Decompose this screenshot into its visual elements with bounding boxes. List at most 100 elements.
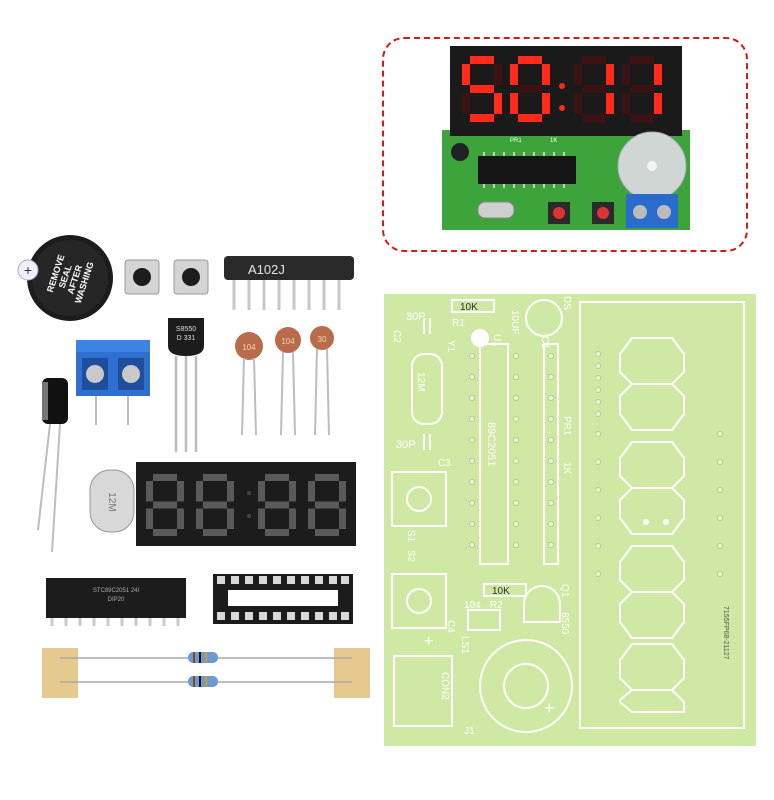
pcb-solder-holes	[468, 350, 724, 578]
solder-hole-6	[468, 394, 476, 402]
ic-label-1: STC89C2051 24I	[93, 588, 140, 594]
solder-hole-18	[468, 478, 476, 486]
pcb-label-plus-buzzer: +	[544, 698, 555, 718]
digit-3-segment-d	[630, 114, 654, 122]
pcb-label-u1: U1	[491, 334, 502, 347]
pcb-display-outline	[579, 301, 745, 729]
digit-0-segment-e	[462, 93, 470, 114]
solder-hole-13	[512, 436, 520, 444]
digit-1-segment-c	[542, 93, 550, 114]
solder-hole-19	[512, 478, 520, 486]
tact-switch-1	[124, 259, 160, 295]
digit-2-segment-f	[574, 64, 582, 85]
ic-chip: STC89C2051 24I DIP20	[46, 578, 186, 626]
tact-switch-2	[173, 259, 209, 295]
assembled-ic	[478, 156, 576, 184]
assembled-capacitor	[451, 143, 469, 161]
terminal-block	[76, 340, 150, 425]
resistor-network: A102J	[224, 256, 354, 310]
solder-hole-3	[468, 373, 476, 381]
pcb-label-c3: C3	[438, 458, 451, 469]
solder-hole-22	[512, 499, 520, 507]
digit-0-segment-f	[462, 64, 470, 85]
pcb-label-r2-value: 10K	[492, 586, 510, 597]
pcb-label-1k: 1K	[561, 462, 572, 475]
digit-loose-0-segment-a	[153, 474, 177, 481]
assembled-terminal-screw-1	[633, 205, 647, 219]
solder-hole-2	[547, 352, 555, 360]
digit-loose-1-segment-f	[196, 481, 203, 502]
pcb-digit-outlines	[619, 337, 685, 713]
digit-loose-1-segment-b	[227, 481, 234, 502]
solder-hole-7	[512, 394, 520, 402]
pcb-r2	[483, 583, 527, 597]
pcb-c1-ring	[525, 299, 563, 337]
crystal-oscillator: 12M	[89, 469, 135, 533]
solder-hole-17	[547, 457, 555, 465]
digit-loose-1-segment-d	[203, 529, 227, 536]
solder-hole-5	[547, 373, 555, 381]
digit-1-segment-f	[510, 64, 518, 85]
ic-socket	[213, 574, 353, 624]
solder-hole-39	[716, 542, 724, 550]
solder-hole-8	[547, 394, 555, 402]
pcb-label-r1-value: 10K	[460, 302, 478, 313]
pcb-mount-hole	[471, 329, 489, 347]
digit-loose-0-segment-g	[153, 501, 177, 509]
digit-2-segment-a	[582, 56, 606, 64]
pcb-label-c1: C1	[539, 336, 550, 349]
digit-loose-3-segment-f	[308, 481, 315, 502]
pcb-colon-2	[663, 519, 669, 525]
solder-hole-38	[594, 542, 602, 550]
pcb-c4	[467, 609, 501, 631]
digit-loose-3-segment-a	[315, 474, 339, 481]
digit-3-segment-b	[654, 64, 662, 85]
solder-hole-26	[547, 520, 555, 528]
pcb-switch-s1	[391, 471, 447, 527]
assembled-button-s1-cap	[553, 207, 565, 219]
digit-loose-3-segment-g	[315, 501, 339, 509]
digit-2-segment-g	[582, 85, 606, 93]
buzzer-plus: +	[24, 262, 32, 278]
solder-hole-11	[547, 415, 555, 423]
assembled-button-s2-cap	[597, 207, 609, 219]
digit-loose-3-segment-b	[339, 481, 346, 502]
pcb-label-r2: R2	[490, 600, 503, 611]
digit-loose-3-segment-c	[339, 508, 346, 529]
electrolytic-capacitor	[37, 378, 68, 553]
digit-0-segment-c	[494, 93, 502, 114]
pcb-label-s1: S1	[405, 530, 416, 543]
digit-loose-1-segment-e	[196, 508, 203, 529]
pcb-label-plus-c4: +	[424, 633, 433, 650]
buzzer: REMOVESEALAFTERWASHING +	[17, 235, 113, 321]
digit-2-segment-c	[606, 93, 614, 114]
pcb-ic-outline	[479, 343, 509, 565]
solder-hole-35	[716, 486, 724, 494]
assembled-clock: PR1 1K	[442, 46, 690, 230]
assembled-digits	[462, 56, 662, 122]
digit-loose-3-segment-d	[315, 529, 339, 536]
components-area: REMOVESEALAFTERWASHING + A102J S8550 D 3…	[17, 235, 370, 698]
digit-loose-2-segment-a	[265, 474, 289, 481]
digit-0-segment-b	[494, 64, 502, 85]
digit-loose-0-segment-b	[177, 481, 184, 502]
digit-2-segment-b	[606, 64, 614, 85]
pcb-label-q1: Q1	[559, 584, 570, 598]
solder-hole-42	[594, 350, 602, 358]
digit-1-segment-b	[542, 64, 550, 85]
assembled-frame	[382, 37, 748, 252]
digit-loose-1-segment-a	[203, 474, 227, 481]
ic-label-2: DIP20	[108, 597, 125, 603]
digit-1-segment-a	[518, 56, 542, 64]
pcb-label-c1-value: 10UF	[509, 310, 520, 334]
solder-hole-46	[594, 398, 602, 406]
ceramic-cap-1-label: 104	[242, 343, 256, 352]
solder-hole-33	[716, 458, 724, 466]
digit-loose-2-segment-f	[258, 481, 265, 502]
ceramic-cap-2: 104	[275, 327, 301, 436]
digit-loose-2-segment-e	[258, 508, 265, 529]
pcb-label-j1: J1	[464, 726, 475, 737]
solder-hole-29	[547, 541, 555, 549]
pcb-label-c4: C4	[445, 620, 456, 633]
pcb-label-104: 104	[464, 600, 481, 611]
